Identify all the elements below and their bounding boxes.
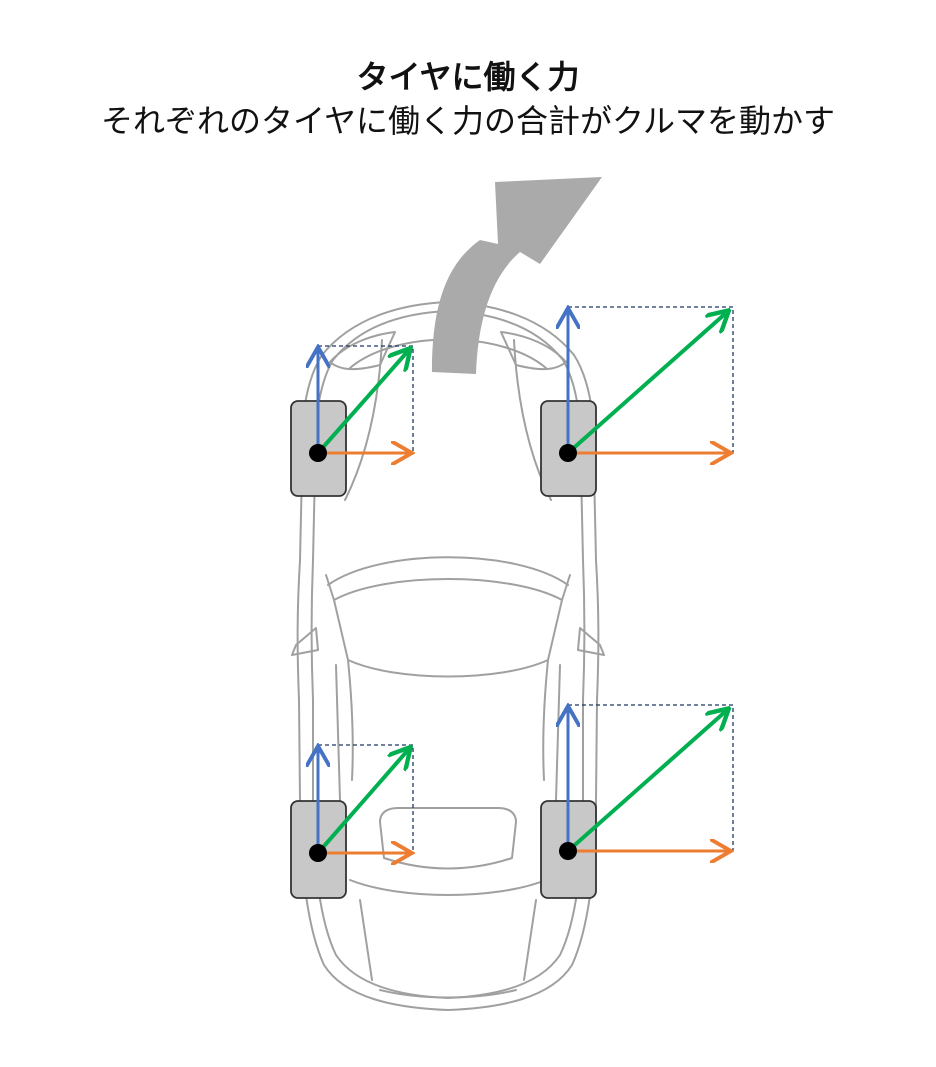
tire-rear-left: [290, 745, 413, 899]
tire-center-dot: [309, 444, 327, 462]
tire-center-dot: [559, 842, 577, 860]
resultant-force-arrow: [566, 711, 726, 853]
force-guide-dashed: [568, 306, 734, 453]
curved-arrow-icon: [432, 177, 602, 374]
tire-center-dot: [309, 844, 327, 862]
force-guide-dashed: [568, 704, 734, 851]
tire-center-dot: [559, 444, 577, 462]
resultant-force-arrow: [566, 313, 726, 455]
tire-front-right: [540, 306, 734, 497]
tire-front-left: [290, 346, 413, 497]
tire-rear-right: [540, 704, 734, 899]
page-title: タイヤに働く力: [356, 58, 580, 96]
page-subtitle: それぞれのタイヤに働く力の合計がクルマを動かす: [100, 102, 836, 140]
resultant-force-arrow: [316, 351, 408, 455]
resultant-force-arrow: [316, 750, 408, 855]
